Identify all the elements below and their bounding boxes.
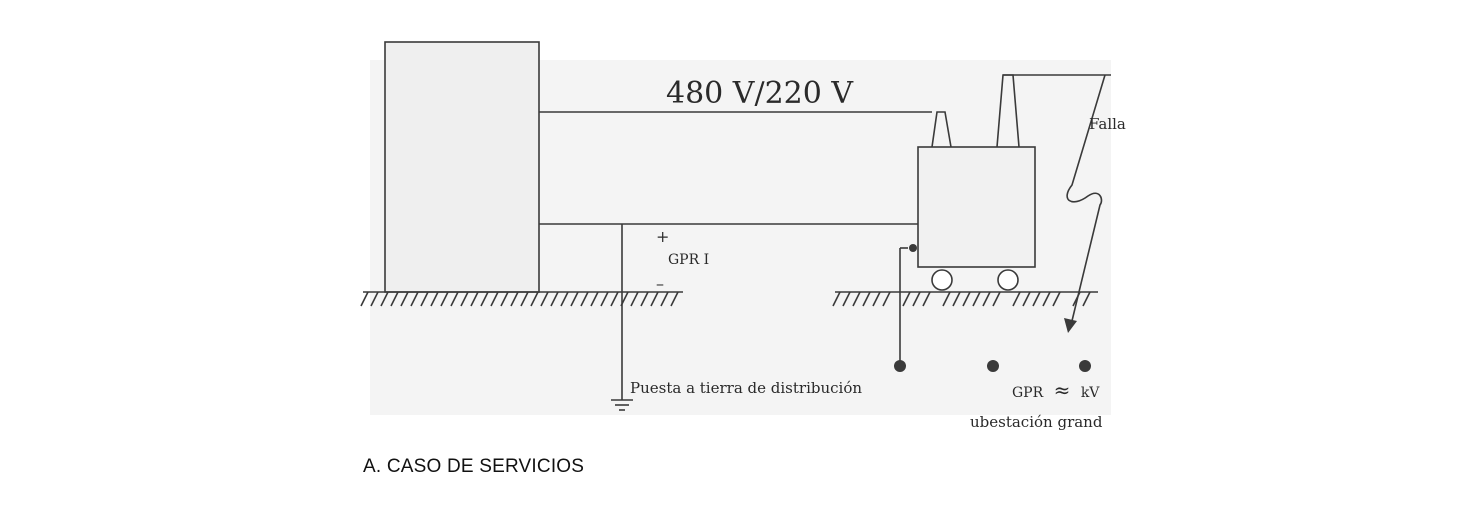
- gpr-kv-prefix: GPR: [1012, 385, 1044, 401]
- fault-path: [1066, 74, 1106, 326]
- fault-label: Falla: [1089, 115, 1126, 133]
- figure-caption: A. CASO DE SERVICIOS: [363, 456, 585, 477]
- distribution-ground-label: Puesta a tierra de distribución: [630, 379, 862, 397]
- transformer-tank: [917, 146, 1036, 268]
- substation-label: ubestación grand: [970, 413, 1103, 431]
- transformer-bushing-left: [931, 111, 952, 148]
- ground-hatch-left: [360, 291, 679, 307]
- transformer-wheel-right: [997, 269, 1019, 291]
- ground-electrode-1: [894, 360, 906, 372]
- gpr1-minus: –: [656, 274, 664, 293]
- tank-ground-terminal: [909, 244, 917, 252]
- transformer-wheel-left: [931, 269, 953, 291]
- gpr-kv-unit: kV: [1081, 385, 1100, 401]
- ground-electrode-3: [1079, 360, 1091, 372]
- gpr1-plus: +: [656, 227, 669, 246]
- gpr1-label: GPR I: [668, 252, 709, 268]
- fault-arrowhead: [1064, 318, 1077, 333]
- ground-electrode-2: [987, 360, 999, 372]
- building: [384, 41, 540, 293]
- gpr-kv-label: GPR ≈ kV: [1012, 378, 1100, 402]
- voltage-label: 480 V/220 V: [666, 76, 854, 111]
- ground-hatch-right: [832, 291, 1091, 307]
- approx-symbol: ≈: [1054, 378, 1071, 402]
- earth-ground-symbol: [611, 399, 633, 411]
